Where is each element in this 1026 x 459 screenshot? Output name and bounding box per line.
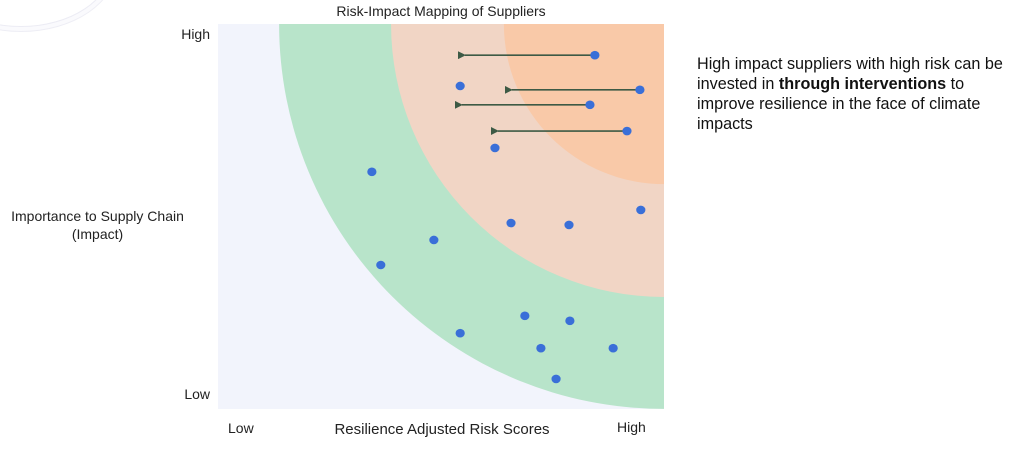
plot-area [218,24,664,409]
supplier-point[interactable] [608,343,618,353]
supplier-point[interactable] [635,85,645,95]
supplier-point[interactable] [455,81,465,91]
supplier-point[interactable] [490,143,500,153]
x-axis-title: Resilience Adjusted Risk Scores [334,421,550,438]
supplier-point[interactable] [585,100,595,110]
supplier-point[interactable] [622,126,632,136]
y-axis-title-line2: (Impact) [71,226,124,242]
annotation-text: High impact suppliers with high risk can… [697,54,1007,134]
supplier-point[interactable] [564,220,574,230]
y-axis-low-label: Low [184,386,210,402]
supplier-point[interactable] [376,260,386,270]
supplier-point[interactable] [455,328,465,338]
x-axis-high-label: High [617,419,646,435]
y-axis-title-line1: Importance to Supply Chain [11,208,184,224]
supplier-point[interactable] [367,167,377,177]
annotation-part2: to improve resilience in the face of cli… [697,75,981,133]
supplier-point[interactable] [429,235,439,245]
decorative-circle [0,0,112,27]
supplier-point[interactable] [636,205,646,215]
y-axis-high-label: High [181,26,210,42]
x-axis-low-label: Low [228,420,254,436]
zone-high-risk [503,24,664,185]
supplier-point[interactable] [551,374,561,384]
supplier-point[interactable] [565,316,575,326]
chart-title: Risk-Impact Mapping of Suppliers [336,3,546,19]
annotation-part1: High impact suppliers with high risk can… [697,55,1003,93]
supplier-point[interactable] [520,311,530,321]
supplier-point[interactable] [536,343,546,353]
scatter-plot [218,24,664,409]
supplier-point[interactable] [590,50,600,60]
annotation-bold: through interventions [778,75,947,93]
supplier-point[interactable] [506,218,516,228]
y-axis-title: Importance to Supply Chain (Impact) [0,207,195,243]
